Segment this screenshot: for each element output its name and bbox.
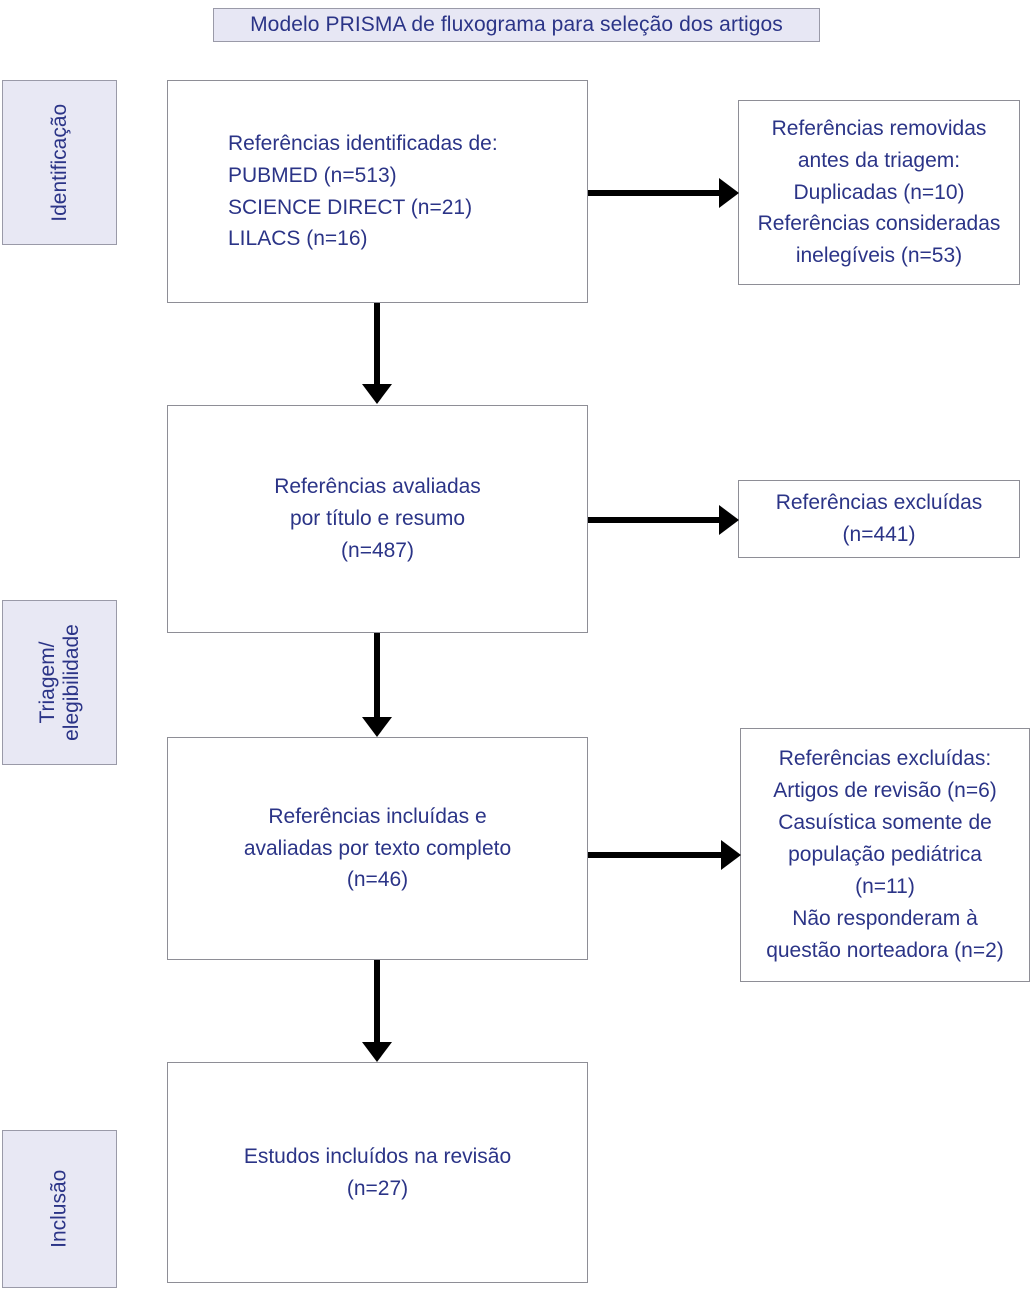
arrow-identified-to-screened-line (374, 303, 380, 385)
box-references-removed-line-4: Referências consideradas (757, 212, 1001, 236)
page-title: Modelo PRISMA de fluxograma para seleção… (213, 8, 820, 42)
box-references-screened: Referências avaliadas por título e resum… (167, 405, 588, 633)
arrow-fulltext-to-excluded-line (588, 852, 722, 858)
arrow-fulltext-to-included-line (374, 960, 380, 1043)
stage-label-inclusao-text: Inclusão (48, 1170, 72, 1248)
box-references-fulltext-assessed: Referências incluídas e avaliadas por te… (167, 737, 588, 960)
box-references-excluded-fulltext-line-5: (n=11) (855, 874, 915, 898)
box-references-identified: Referências identificadas de: PUBMED (n=… (167, 80, 588, 303)
box-references-identified-line-2: PUBMED (n=513) (228, 163, 397, 187)
box-references-excluded-fulltext-line-6: Não responderam à (792, 906, 978, 930)
box-references-fulltext-assessed-line-2: avaliadas por texto completo (243, 836, 512, 860)
stage-label-triagem-text: Triagem/ elegibilidade (36, 624, 83, 741)
arrow-fulltext-to-included-head-icon (362, 1042, 392, 1062)
box-references-excluded-fulltext-line-4: população pediátrica (788, 843, 982, 867)
stage-label-inclusao: Inclusão (2, 1130, 117, 1288)
box-references-screened-line-2: por título e resumo (289, 507, 466, 531)
box-references-fulltext-assessed-line-1: Referências incluídas e (268, 804, 487, 828)
box-studies-included: Estudos incluídos na revisão (n=27) (167, 1062, 588, 1283)
box-references-excluded-fulltext-line-1: Referências excluídas: (778, 747, 992, 771)
box-references-screened-line-1: Referências avaliadas (274, 475, 481, 499)
stage-label-identificacao-text: Identificação (48, 104, 72, 222)
arrow-identified-to-removed-head-icon (719, 178, 739, 208)
box-references-excluded-title-abstract-line-1: Referências excluídas (775, 491, 983, 515)
box-references-excluded-title-abstract: Referências excluídas (n=441) (738, 480, 1020, 558)
box-references-identified-line-4: LILACS (n=16) (228, 227, 368, 251)
arrow-identified-to-removed-line (588, 190, 721, 196)
arrow-identified-to-screened-head-icon (362, 384, 392, 404)
box-references-excluded-fulltext-line-7: questão norteadora (n=2) (766, 938, 1004, 962)
box-references-excluded-fulltext-line-3: Casuística somente de (778, 811, 992, 835)
box-references-excluded-fulltext-line-2: Artigos de revisão (n=6) (773, 779, 997, 803)
stage-label-triagem-line1: Triagem/ (35, 641, 59, 724)
arrow-screened-to-fulltext-line (374, 633, 380, 718)
box-studies-included-line-1: Estudos incluídos na revisão (243, 1144, 512, 1168)
box-studies-included-line-2: (n=27) (346, 1176, 409, 1200)
stage-label-inclusao-line1: Inclusão (47, 1169, 71, 1249)
arrow-screened-to-excluded-head-icon (719, 505, 739, 535)
arrow-screened-to-fulltext-head-icon (362, 717, 392, 737)
stage-label-triagem-line2: elegibilidade (59, 624, 83, 741)
box-references-excluded-title-abstract-line-2: (n=441) (842, 523, 916, 546)
box-references-identified-line-3: SCIENCE DIRECT (n=21) (228, 195, 473, 219)
box-references-removed-line-3: Duplicadas (n=10) (793, 180, 965, 204)
arrow-fulltext-to-excluded-head-icon (721, 840, 741, 870)
box-references-removed-line-1: Referências removidas (771, 116, 987, 140)
box-references-removed: Referências removidas antes da triagem: … (738, 100, 1020, 285)
arrow-screened-to-excluded-line (588, 517, 721, 523)
box-references-excluded-fulltext: Referências excluídas: Artigos de revisã… (740, 728, 1030, 982)
stage-label-identificacao: Identificação (2, 80, 117, 245)
box-references-fulltext-assessed-line-3: (n=46) (346, 868, 409, 892)
box-references-removed-line-2: antes da triagem: (797, 148, 961, 172)
box-references-screened-line-3: (n=487) (341, 538, 414, 562)
stage-label-triagem: Triagem/ elegibilidade (2, 600, 117, 765)
box-references-removed-line-5: inelegíveis (n=53) (795, 244, 963, 268)
box-references-identified-line-1: Referências identificadas de: (228, 131, 498, 155)
stage-label-identificacao-line1: Identificação (47, 103, 71, 222)
